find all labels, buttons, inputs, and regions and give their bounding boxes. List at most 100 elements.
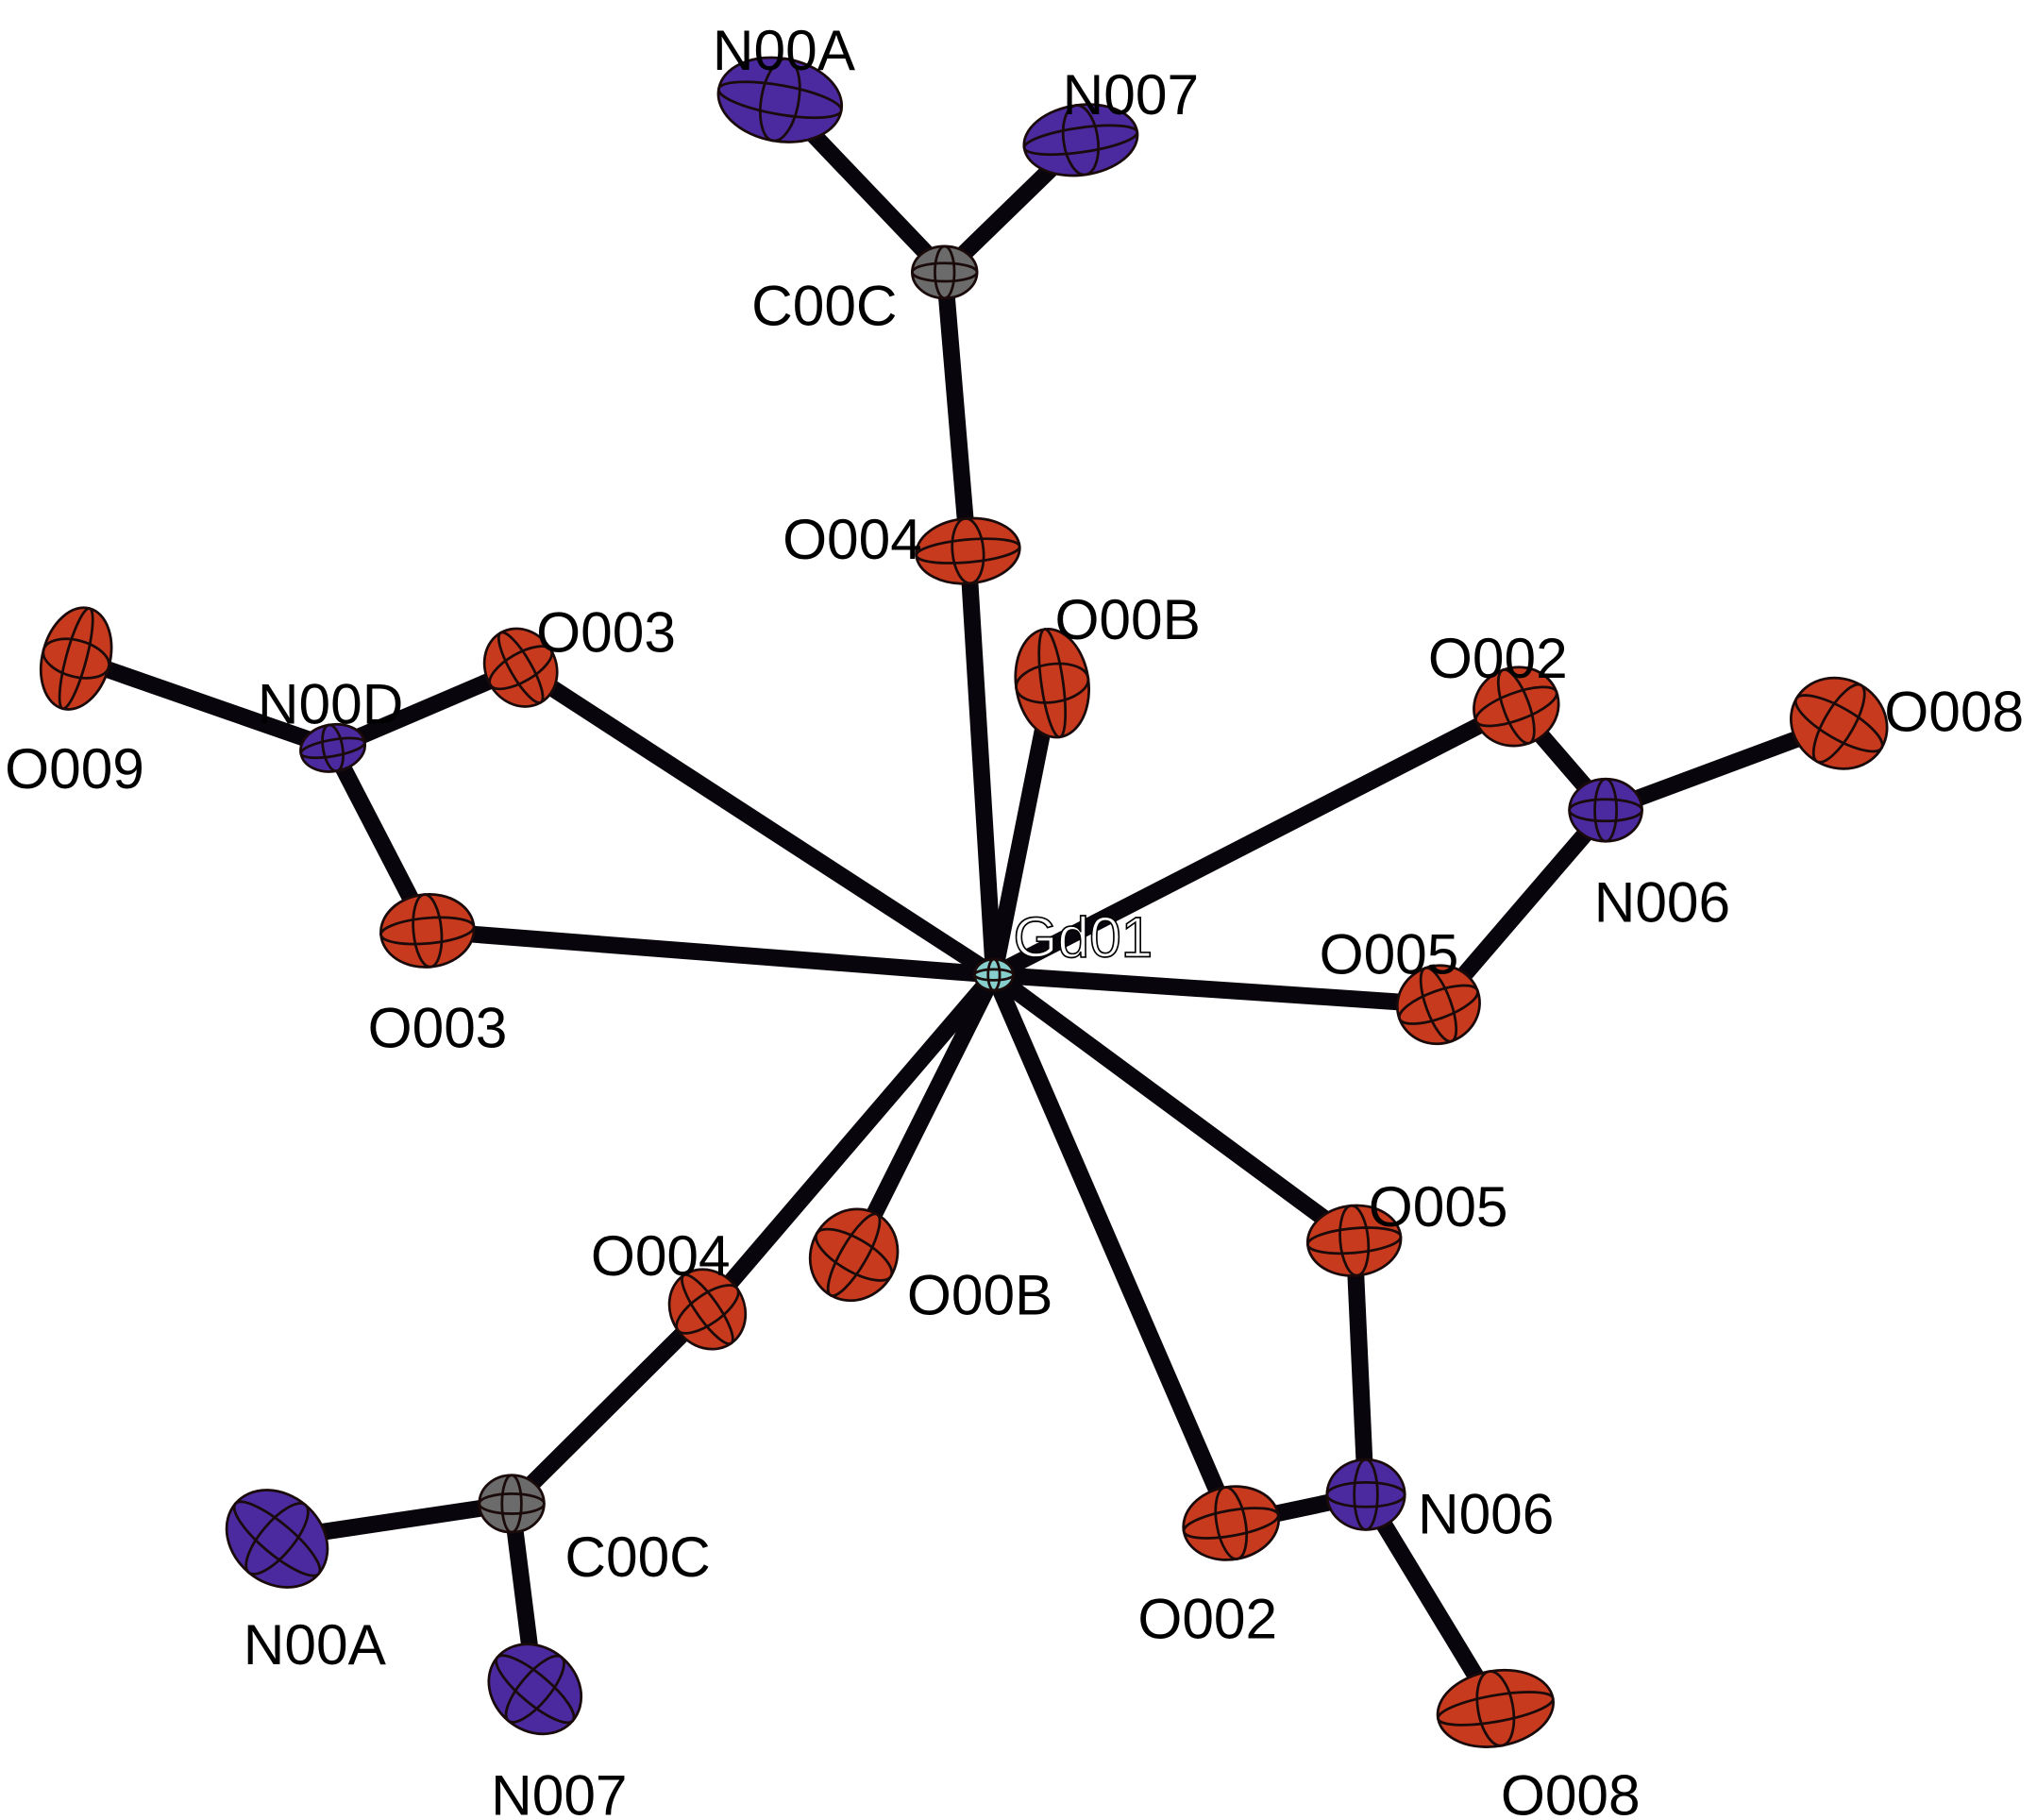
ellipsoid-axis: [1306, 1226, 1403, 1255]
atom-n006: [1568, 777, 1643, 843]
ellipsoid-axis: [915, 537, 1021, 565]
ellipsoid-axis: [58, 607, 94, 711]
ellipsoid-axis: [1568, 798, 1643, 823]
ellipsoid-axis: [1037, 628, 1068, 739]
atom-label: O002: [1137, 1587, 1277, 1651]
atom-gd01: [972, 957, 1015, 992]
atom-label: O009: [5, 736, 144, 800]
ellipsoid-axis: [478, 1491, 546, 1515]
atoms-layer: [39, 56, 1889, 1748]
atom-ellipsoid: [487, 1643, 583, 1736]
ellipsoid-axis: [986, 957, 1002, 992]
ellipsoid-axis: [1325, 1480, 1406, 1508]
atom-ellipsoid: [808, 1207, 900, 1303]
atom-ellipsoid: [225, 1489, 329, 1589]
atom-o005: [1305, 1204, 1403, 1277]
atom-o00b: [808, 1207, 900, 1303]
atom-label: N006: [1418, 1482, 1554, 1546]
atom-label: O008: [1884, 679, 2024, 743]
atom-label: N00A: [244, 1612, 387, 1677]
ellipsoid-axis: [488, 645, 554, 691]
atom-o004: [667, 1268, 748, 1351]
ellipsoid-axis: [232, 1500, 322, 1577]
atom-o003: [482, 627, 559, 708]
bond-gd01-o004: [959, 542, 1002, 984]
atom-n006: [1325, 1458, 1406, 1531]
bond-gd01-o004: [699, 966, 1002, 1318]
ellipsoid-axis: [1182, 1507, 1280, 1540]
ellipsoid-axis: [379, 916, 476, 946]
ellipsoid-axis: [504, 1654, 565, 1724]
atom-label: O00B: [1054, 587, 1200, 651]
bond-n006-o008: [1357, 1486, 1505, 1717]
ellipsoid-axis: [412, 893, 444, 969]
atom-ellipsoid: [1568, 777, 1643, 843]
atom-o003: [379, 893, 476, 969]
atom-label: O005: [1369, 1174, 1508, 1239]
atom-o008: [1790, 676, 1889, 770]
ellipsoid-axis: [1022, 124, 1139, 157]
atom-label: O002: [1428, 626, 1568, 690]
atom-label: C00C: [751, 274, 897, 338]
ellipsoid-axis: [1593, 777, 1618, 843]
atom-ellipsoid: [911, 244, 979, 300]
ellipsoid-axis: [497, 631, 545, 704]
ellipsoid-axis: [1015, 662, 1090, 704]
ellipsoid-axis: [1437, 1691, 1555, 1727]
ellipsoid-axis: [500, 1474, 523, 1534]
atom-o002: [1473, 666, 1560, 748]
atom-n00a: [716, 56, 844, 143]
ellipsoid-axis: [934, 244, 956, 300]
atom-n00a: [225, 1489, 329, 1589]
ellipsoid-axis: [1811, 682, 1866, 764]
atom-o005: [1395, 964, 1481, 1046]
atom-label: O003: [536, 600, 676, 665]
ellipsoid-axis: [495, 1654, 576, 1725]
ellipsoid-axis: [1474, 685, 1558, 728]
ellipsoid-axis: [716, 80, 843, 120]
ellipsoid-axis: [1338, 1204, 1371, 1277]
atom-label: O00B: [907, 1262, 1052, 1326]
atom-label: N00A: [713, 18, 856, 82]
bond-c00c-o004: [935, 263, 977, 560]
bond-n006-o005: [1429, 801, 1614, 1014]
bond-gd01-o00b: [845, 966, 1002, 1264]
bond-gd01-o005: [985, 966, 1363, 1250]
ellipsoid-axis: [1496, 668, 1536, 745]
atom-label: N006: [1594, 869, 1730, 934]
ellipsoid-axis: [911, 261, 979, 283]
atom-o009: [39, 606, 113, 711]
ellipsoid-axis: [681, 1272, 734, 1345]
atom-o008: [1436, 1668, 1555, 1748]
bond-c00c-o004: [503, 1301, 716, 1512]
bond-n00d-o009: [67, 649, 342, 757]
ellipsoid-axis: [1397, 984, 1479, 1025]
ellipsoid-axis: [951, 517, 985, 585]
atom-ellipsoid: [1182, 1485, 1281, 1561]
ellipsoid-axis: [675, 1284, 740, 1335]
atom-label: O005: [1320, 921, 1459, 986]
ellipsoid-axis: [321, 723, 345, 773]
labels-layer: Gd01C00CN00AN007O004O00BO003N00DO009O003…: [5, 18, 2024, 1820]
ellipsoid-axis: [815, 1227, 894, 1282]
atom-ellipsoid: [379, 893, 476, 969]
ellipsoid-axis: [1353, 1458, 1379, 1531]
atom-label: O004: [591, 1223, 731, 1288]
atom-o00b: [1014, 627, 1090, 739]
atom-label: Gd01: [1014, 904, 1153, 969]
ellipsoid-axis: [244, 1502, 310, 1576]
atom-label: N007: [491, 1763, 627, 1820]
atom-label: C00C: [564, 1525, 710, 1589]
atom-o002: [1182, 1485, 1281, 1561]
atom-ellipsoid: [1325, 1458, 1406, 1531]
atom-ellipsoid: [915, 516, 1021, 585]
atom-label: O008: [1501, 1763, 1641, 1820]
atom-ellipsoid: [478, 1474, 546, 1534]
bond-gd01-o002: [985, 698, 1525, 984]
ellipsoid-axis: [1419, 966, 1458, 1043]
ellipsoid-axis: [1061, 104, 1100, 177]
atom-c00c: [478, 1474, 546, 1534]
bond-gd01-o005: [985, 966, 1447, 1014]
atom-label: N00D: [258, 671, 403, 735]
